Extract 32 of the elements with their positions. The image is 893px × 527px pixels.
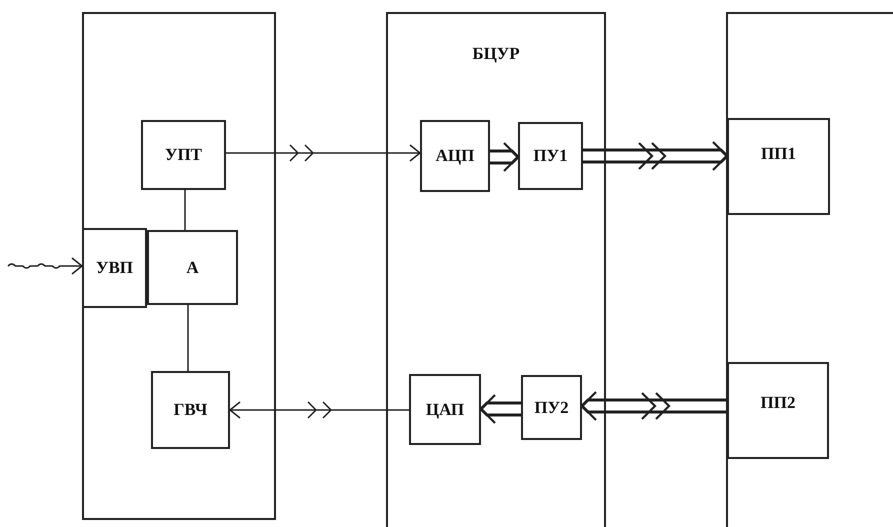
connection-line (187, 304, 189, 372)
block-label: УПТ (164, 145, 202, 165)
block-box (420, 120, 490, 192)
block-box (409, 374, 481, 445)
subsystem-panel (386, 12, 606, 527)
arrow (229, 401, 410, 419)
block-box (727, 118, 830, 215)
block-label: ЦАП (426, 400, 464, 420)
block-label: БЦУР (472, 44, 520, 64)
bus-arrow (478, 394, 522, 424)
block-label: ГВЧ (174, 400, 208, 420)
block-box (151, 371, 230, 449)
block-label: ПП1 (761, 144, 796, 164)
block-label: АЦП (436, 146, 474, 166)
block-box (141, 120, 226, 190)
block-label: УВП (96, 258, 134, 278)
block-box (727, 362, 829, 459)
block-label: ПУ1 (533, 146, 568, 166)
block-box (82, 228, 147, 308)
system-panel (82, 12, 276, 520)
block-box (518, 122, 583, 190)
block-label: ПП2 (760, 393, 796, 413)
block-label: ПУ2 (534, 398, 569, 418)
block-box (521, 375, 582, 440)
signal-input-arrow (7, 257, 83, 275)
block-label: А (186, 258, 199, 278)
block-box (147, 230, 238, 305)
connection-line (184, 189, 186, 231)
bus-arrow (488, 142, 520, 172)
system-panel (726, 12, 893, 527)
bus-arrow (580, 390, 728, 422)
arrow (225, 144, 421, 162)
